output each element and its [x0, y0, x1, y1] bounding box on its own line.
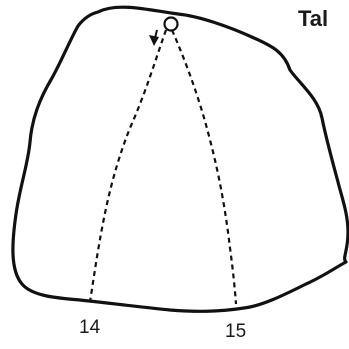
direction-arrow-icon	[149, 35, 159, 46]
title-fragment: Tal	[298, 6, 328, 31]
region-outline	[13, 7, 348, 311]
path-label-left: 14	[79, 317, 101, 338]
dashed-path-left	[90, 30, 166, 302]
dashed-path-right	[172, 30, 236, 304]
path-label-right: 15	[225, 321, 246, 342]
start-marker-circle	[165, 18, 178, 31]
